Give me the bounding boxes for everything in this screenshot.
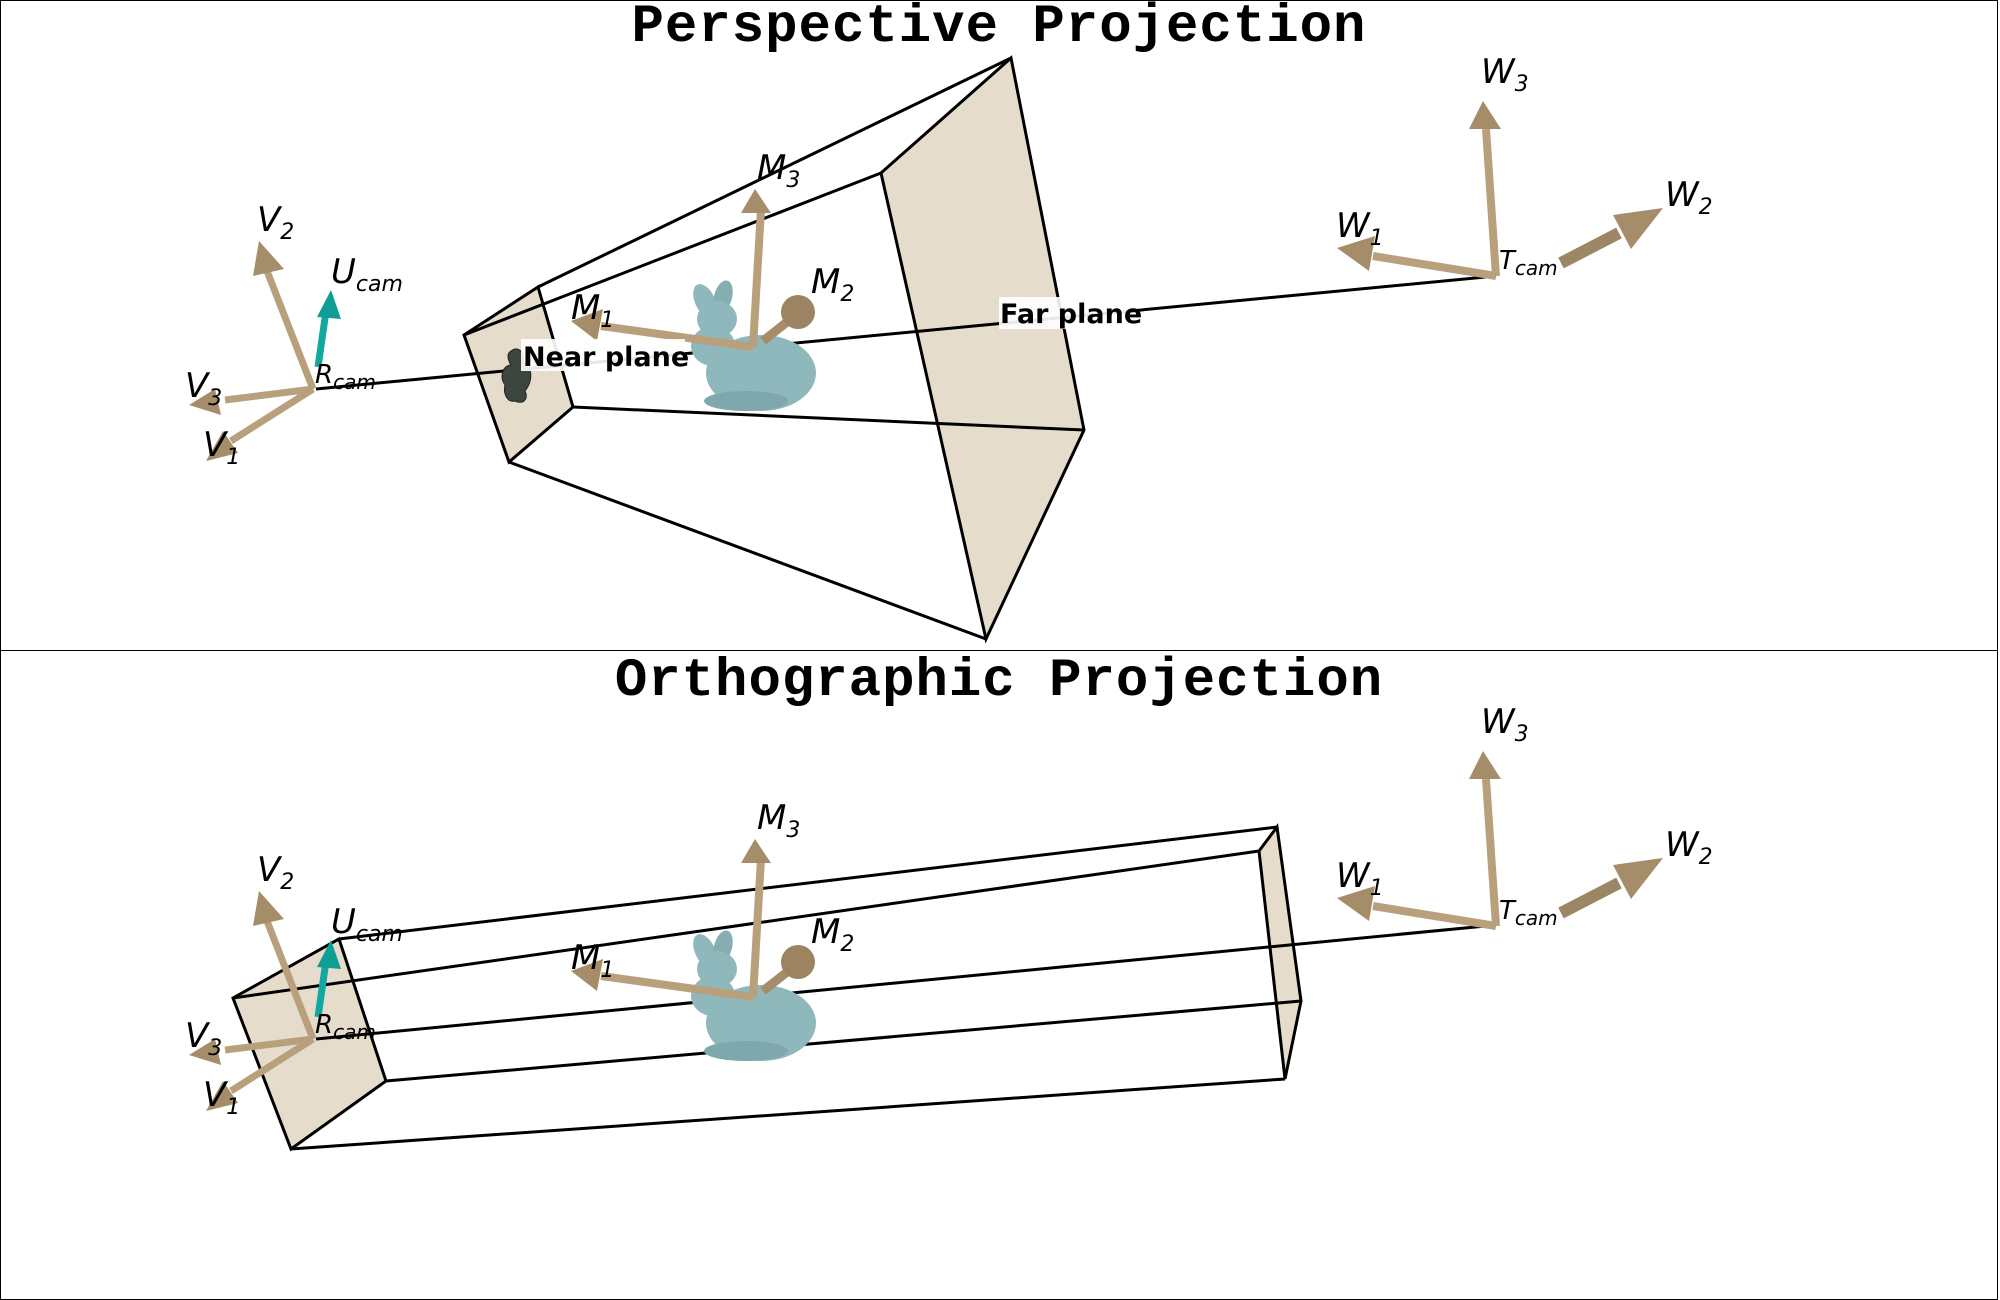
- label-v3: V3: [185, 1016, 222, 1061]
- label-t-cam: Tcam: [1499, 896, 1558, 930]
- box-edge: [290, 1077, 1286, 1151]
- near-plane-label: Near plane: [523, 342, 689, 373]
- camera-r-axes: [189, 241, 341, 461]
- label-u-cam: Ucam: [331, 252, 403, 297]
- orthographic-scene: V2 Ucam V3 V1 Rcam M3 M2 M1 W3 W1 W2 Tca…: [185, 702, 1713, 1152]
- box-edge: [338, 825, 1278, 941]
- far-plane-face: [879, 55, 1086, 644]
- box-edge: [232, 849, 1260, 1000]
- label-w3: W3: [1481, 702, 1529, 747]
- box-edge: [385, 999, 1302, 1083]
- label-v2: V2: [257, 200, 294, 245]
- label-r-cam: Rcam: [315, 1010, 376, 1044]
- label-w1: W1: [1336, 206, 1384, 251]
- label-m2: M2: [811, 262, 854, 307]
- label-w2: W2: [1665, 825, 1713, 870]
- frustum-edge: [572, 405, 1085, 432]
- model-axes: [571, 189, 815, 351]
- label-v2: V2: [257, 850, 294, 895]
- label-m2: M2: [811, 912, 854, 957]
- perspective-scene: Near plane Far plane V2 Ucam V3 V1 Rcam …: [185, 52, 1713, 644]
- far-box-face: [1257, 823, 1303, 1080]
- label-w1: W1: [1336, 856, 1384, 901]
- label-v3: V3: [185, 366, 222, 411]
- orthographic-title: Orthographic Projection: [614, 651, 1384, 712]
- principal-ray: [315, 923, 1497, 1041]
- orthographic-panel: Orthographic Projection: [0, 650, 1998, 1300]
- label-m1: M1: [571, 938, 614, 983]
- camera-r-axes: [189, 891, 341, 1111]
- label-m3: M3: [757, 798, 800, 843]
- label-u-cam: Ucam: [331, 902, 403, 947]
- label-w3: W3: [1481, 52, 1529, 97]
- label-t-cam: Tcam: [1499, 246, 1558, 280]
- label-m3: M3: [757, 148, 800, 193]
- world-axes: [1337, 101, 1663, 280]
- perspective-title: Perspective Projection: [631, 0, 1367, 58]
- frustum-edge: [463, 171, 882, 337]
- far-plane-label: Far plane: [1000, 299, 1142, 330]
- world-axes: [1337, 751, 1663, 930]
- frustum-edge: [508, 460, 987, 641]
- near-plane-label-group: Near plane: [521, 339, 689, 373]
- model-axes: [571, 839, 815, 1001]
- far-plane-label-group: Far plane: [999, 297, 1142, 330]
- label-w2: W2: [1665, 175, 1713, 220]
- perspective-panel: Perspective Projection: [0, 0, 1998, 651]
- label-v1: V1: [203, 425, 240, 470]
- frustum-edge: [537, 56, 1012, 289]
- label-r-cam: Rcam: [315, 360, 376, 394]
- label-v1: V1: [203, 1075, 240, 1120]
- label-m1: M1: [571, 288, 614, 333]
